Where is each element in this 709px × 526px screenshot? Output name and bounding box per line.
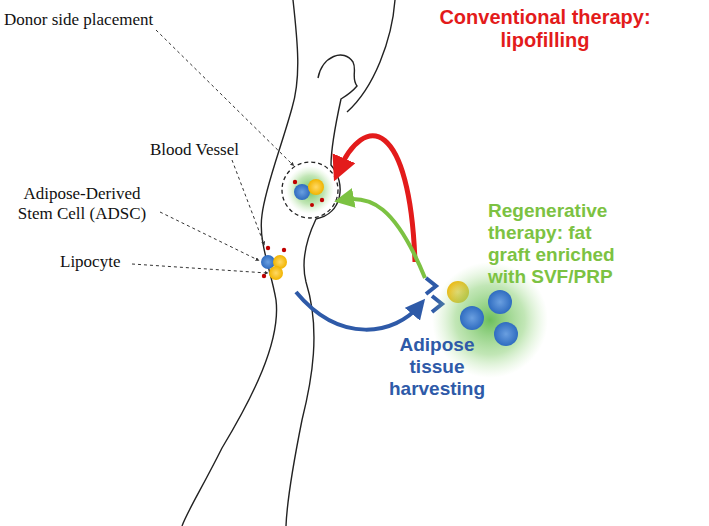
lipocyte-cell xyxy=(308,179,324,195)
adsc-cell xyxy=(494,322,518,346)
lipocyte-cell xyxy=(269,266,283,280)
back-contour xyxy=(182,0,298,526)
vessel-dot xyxy=(293,180,297,184)
vessel-dot xyxy=(310,203,314,207)
leader-line xyxy=(232,160,264,244)
arm-contour xyxy=(347,0,395,112)
label: Conventional therapy: lipofilling xyxy=(420,6,670,52)
harvesting-arrow xyxy=(296,292,420,330)
vessel-dot xyxy=(266,246,270,250)
label: Adipose tissue harvesting xyxy=(372,334,502,400)
front-contour xyxy=(286,55,357,526)
split-chevron xyxy=(426,278,436,294)
label: Regenerative therapy: fat graft enriched… xyxy=(488,200,638,287)
graft-glow xyxy=(286,166,334,214)
leader-line xyxy=(132,264,267,273)
silhouette xyxy=(182,0,395,526)
leader-lines xyxy=(132,30,293,273)
adsc-cell xyxy=(294,184,310,200)
placement-circle xyxy=(282,162,338,218)
adsc-cell xyxy=(460,306,484,330)
adsc-cell xyxy=(488,290,512,314)
regenerative-arrow xyxy=(342,199,425,278)
label: Blood Vessel xyxy=(150,140,260,160)
leader-line xyxy=(160,212,258,260)
vessel-dot xyxy=(320,198,324,202)
label: Adipose-Derived Stem Cell (ADSC) xyxy=(4,184,160,223)
label: Lipocyte xyxy=(60,252,140,272)
vessel-dot xyxy=(282,248,286,252)
label: Donor side placement xyxy=(4,10,204,30)
vessel-dot xyxy=(262,274,266,278)
